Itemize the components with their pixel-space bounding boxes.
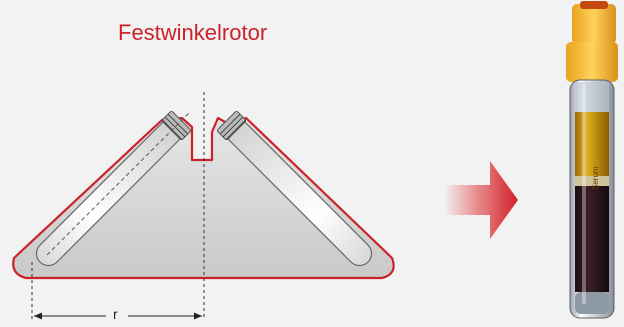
- radius-dimension: [34, 313, 202, 320]
- blood-collection-tube: [566, 1, 618, 318]
- radius-label: r: [113, 306, 118, 322]
- tube-label-text: Serum: [591, 166, 600, 190]
- direction-arrow: [444, 161, 518, 239]
- rotor-body: [13, 118, 393, 278]
